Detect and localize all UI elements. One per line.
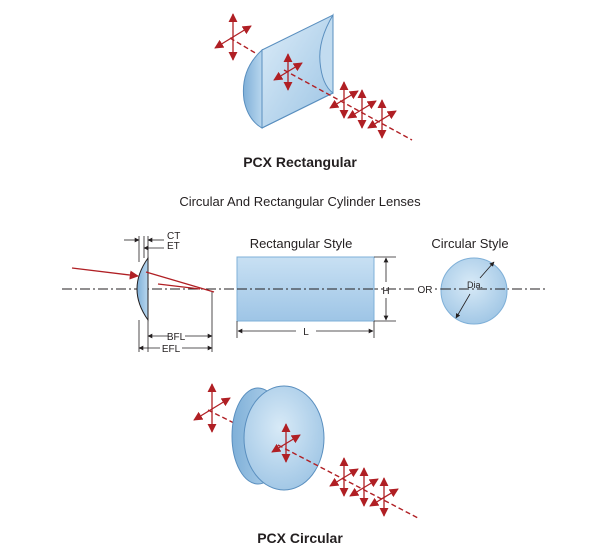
pcx-rectangular-title: PCX Rectangular	[243, 154, 357, 170]
pcx-circular-title: PCX Circular	[257, 530, 343, 546]
ct-label: CT	[167, 231, 180, 242]
pcx-circular-illustration	[193, 383, 419, 519]
or-label: OR	[418, 285, 433, 296]
circular-style-label: Circular Style	[431, 236, 508, 251]
dia-label: Dia.	[467, 280, 483, 290]
efl-label: EFL	[162, 344, 181, 355]
bfl-label: BFL	[167, 332, 186, 343]
h-label: H	[382, 286, 389, 297]
dimension-diagram: CT ET BFL EFL Rectangular Style H L OR C…	[62, 231, 548, 355]
l-label: L	[303, 327, 309, 338]
section-subtitle: Circular And Rectangular Cylinder Lenses	[179, 194, 421, 209]
rectangular-style-label: Rectangular Style	[250, 236, 353, 251]
pcx-rectangular-illustration	[214, 13, 413, 141]
et-label: ET	[167, 241, 180, 252]
